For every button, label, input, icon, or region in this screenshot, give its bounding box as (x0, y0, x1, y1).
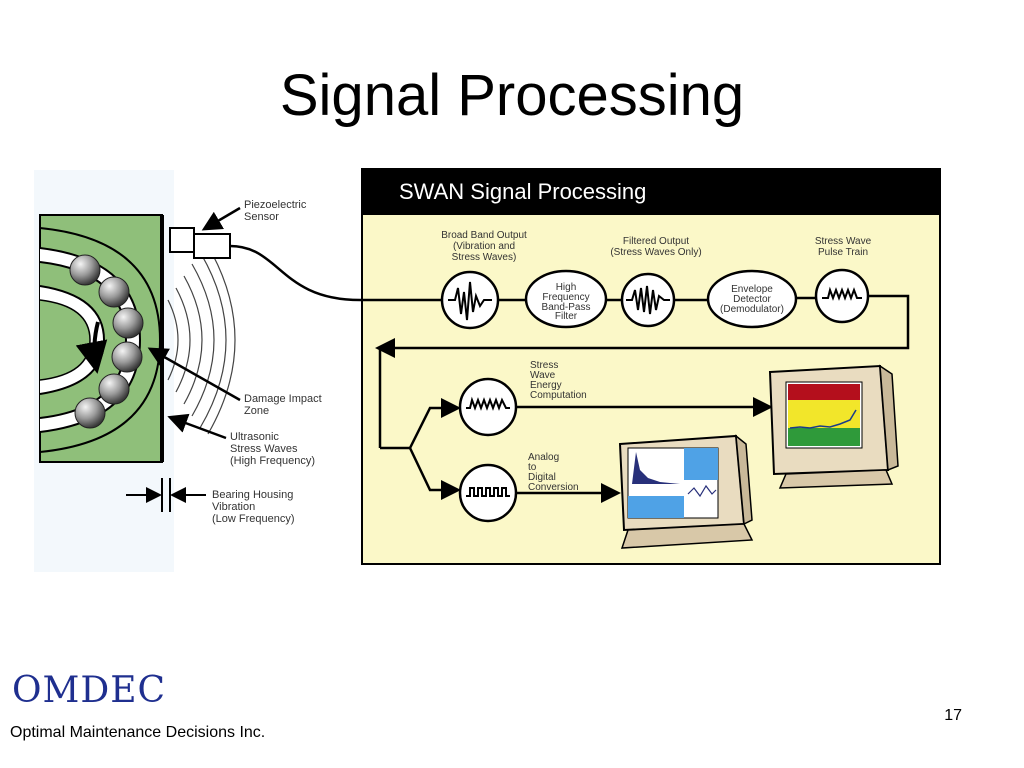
energy-label-1: Stress (530, 360, 558, 371)
ultrasonic-label-2: Stress Waves (230, 443, 298, 455)
company-name: Optimal Maintenance Decisions Inc. (10, 724, 266, 741)
filter-label-4: Filter (555, 311, 578, 322)
filter-label-3: Band-Pass (542, 302, 591, 313)
sensor-label-2: Sensor (244, 211, 279, 223)
detector-label-1: Envelope (731, 284, 773, 295)
broadband-label-1: Broad Band Output (441, 230, 527, 241)
filtered-label-2: (Stress Waves Only) (610, 247, 701, 258)
stress-wave-ripples (167, 245, 236, 435)
housing-label-2: Vibration (212, 501, 255, 513)
bearing-illustration: Piezoelectric Sensor Damage Impact Zone … (34, 170, 361, 572)
damage-label-2: Zone (244, 405, 269, 417)
adc-label-3: Digital (528, 472, 556, 483)
filter-label-1: High (556, 282, 577, 293)
ultrasonic-label-3: (High Frequency) (230, 455, 315, 467)
pulse-label-2: Pulse Train (818, 247, 868, 258)
housing-label-3: (Low Frequency) (212, 513, 295, 525)
slide-title: Signal Processing (279, 63, 745, 128)
omdec-logo: OMDEC (12, 670, 167, 711)
ultrasonic-label-1: Ultrasonic (230, 431, 279, 443)
filter-label-2: Frequency (542, 292, 589, 303)
panel-title: SWAN Signal Processing (399, 179, 646, 204)
pulse-label-1: Stress Wave (815, 236, 872, 247)
trend-monitor-icon (768, 364, 899, 489)
adc-label-4: Conversion (528, 482, 579, 493)
housing-vibration-marks (126, 478, 206, 512)
piezoelectric-sensor-icon (169, 227, 361, 302)
adc-label-1: Analog (528, 452, 559, 463)
detector-label-2: Detector (733, 294, 771, 305)
housing-label-1: Bearing Housing (212, 489, 293, 501)
page-number: 17 (944, 707, 962, 724)
adc-circle (458, 463, 518, 523)
energy-label-4: Computation (530, 390, 587, 401)
swan-panel: SWAN Signal Processing (360, 168, 941, 565)
bearing-balls (69, 254, 144, 429)
adc-label-2: to (528, 462, 537, 473)
energy-label-3: Energy (530, 380, 562, 391)
rotation-arrow-icon (75, 321, 108, 374)
spectrum-monitor-icon (618, 434, 754, 549)
broadband-label-2: (Vibration and (453, 241, 515, 252)
damage-label-1: Damage Impact (244, 393, 322, 405)
filtered-label-1: Filtered Output (623, 236, 689, 247)
sensor-label-1: Piezoelectric (244, 199, 307, 211)
broadband-label-3: Stress Waves) (452, 252, 517, 263)
detector-label-3: (Demodulator) (720, 304, 784, 315)
energy-label-2: Wave (530, 370, 556, 381)
pulse-train-circle (814, 268, 870, 324)
